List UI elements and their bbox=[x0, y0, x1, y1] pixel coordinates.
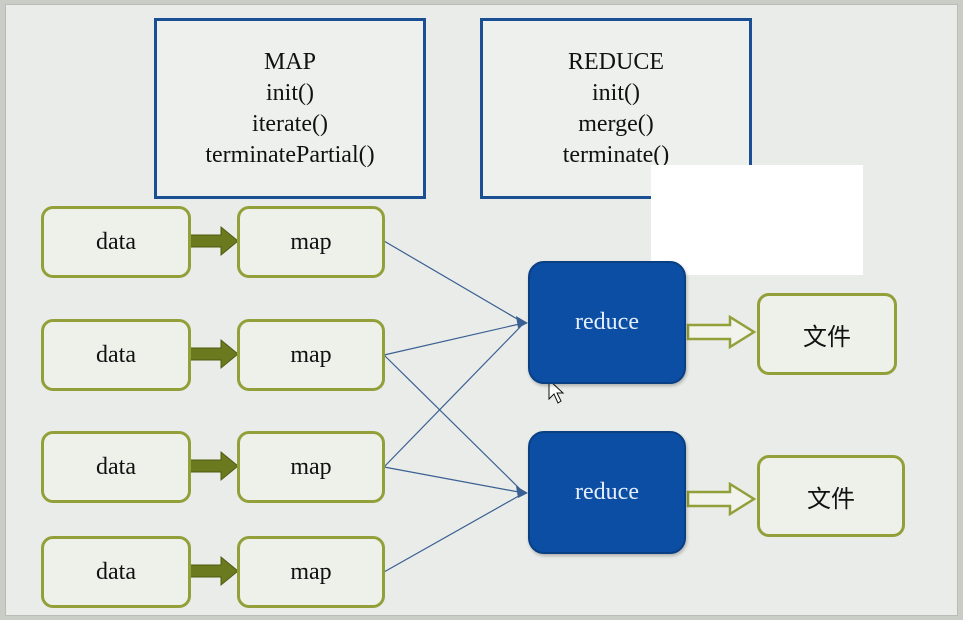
file-node-label: 文件 bbox=[807, 484, 855, 513]
edge-map2-reduce1 bbox=[383, 322, 525, 356]
connector-layer bbox=[189, 225, 757, 587]
data-node-3: data bbox=[41, 431, 191, 503]
data-node-label: data bbox=[96, 453, 136, 480]
map-node-4: map bbox=[237, 536, 385, 608]
edge-map2-reduce2 bbox=[383, 354, 525, 494]
edge-map1-reduce1 bbox=[383, 240, 525, 324]
reduce-node-label: reduce bbox=[575, 479, 639, 505]
data-node-2: data bbox=[41, 319, 191, 391]
map-box-init: init() bbox=[266, 79, 314, 106]
reduce-node-label: reduce bbox=[575, 309, 639, 335]
map-node-label: map bbox=[290, 558, 332, 585]
arrow-data4-map4 bbox=[189, 555, 239, 587]
map-node-3: map bbox=[237, 431, 385, 503]
data-node-1: data bbox=[41, 206, 191, 278]
map-node-label: map bbox=[290, 453, 332, 480]
data-node-label: data bbox=[96, 341, 136, 368]
slide-canvas: MAP init() iterate() terminatePartial() … bbox=[5, 4, 958, 616]
arrow-reduce1-file1 bbox=[686, 314, 757, 350]
cursor-pointer-icon bbox=[548, 378, 565, 404]
file-node-label: 文件 bbox=[803, 322, 851, 351]
map-box-iterate: iterate() bbox=[252, 110, 328, 137]
map-node-label: map bbox=[290, 228, 332, 255]
edge-map3-reduce1 bbox=[383, 322, 525, 468]
reduce-box-merge: merge() bbox=[578, 110, 654, 137]
map-functions-box: MAP init() iterate() terminatePartial() bbox=[154, 18, 426, 199]
arrow-data2-map2 bbox=[189, 338, 239, 370]
arrow-data3-map3 bbox=[189, 450, 239, 482]
data-node-label: data bbox=[96, 558, 136, 585]
file-node-1: 文件 bbox=[757, 293, 897, 375]
reduce-box-terminate: terminate() bbox=[562, 141, 670, 168]
edge-map3-reduce2 bbox=[383, 466, 525, 494]
data-node-4: data bbox=[41, 536, 191, 608]
reduce-box-title: REDUCE bbox=[568, 48, 664, 75]
reduce-node-1: reduce bbox=[528, 261, 686, 384]
file-node-2: 文件 bbox=[757, 455, 905, 537]
map-box-title: MAP bbox=[263, 48, 317, 75]
arrow-reduce2-file2 bbox=[686, 481, 757, 517]
arrow-data1-map1 bbox=[189, 225, 239, 257]
reduce-functions-box: REDUCE init() merge() terminate() bbox=[480, 18, 752, 199]
map-node-label: map bbox=[290, 341, 332, 368]
edge-head-reduce2 bbox=[516, 486, 528, 498]
map-box-terminate-partial: terminatePartial() bbox=[205, 141, 375, 168]
edge-head-reduce1 bbox=[516, 316, 528, 328]
overlay-patch bbox=[651, 165, 863, 275]
reduce-node-2: reduce bbox=[528, 431, 686, 554]
data-node-label: data bbox=[96, 228, 136, 255]
edge-map4-reduce2 bbox=[383, 492, 525, 573]
reduce-box-init: init() bbox=[592, 79, 640, 106]
map-node-1: map bbox=[237, 206, 385, 278]
map-node-2: map bbox=[237, 319, 385, 391]
